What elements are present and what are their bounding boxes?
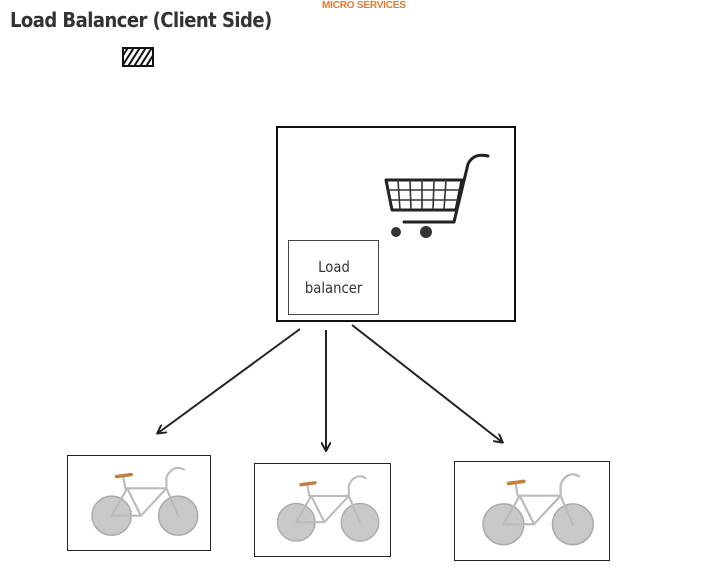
service-instance-1	[67, 455, 211, 551]
shopping-cart-icon	[384, 153, 490, 238]
load-balancer-label-2: balancer	[304, 278, 363, 297]
page-title: Load Balancer (Client Side)	[10, 8, 272, 32]
arrow-right	[351, 324, 502, 442]
bicycle-icon	[482, 473, 595, 546]
service-instance-2	[254, 463, 391, 557]
bicycle-icon	[91, 466, 199, 537]
brand-label: MICRO SERVICES	[322, 0, 406, 11]
service-instance-3	[454, 461, 610, 561]
arrow-left	[158, 328, 301, 433]
bicycle-icon	[276, 475, 380, 542]
hatched-square-icon	[122, 47, 154, 67]
load-balancer-label: Load	[317, 257, 350, 276]
load-balancer-box: Load balancer	[288, 240, 379, 315]
